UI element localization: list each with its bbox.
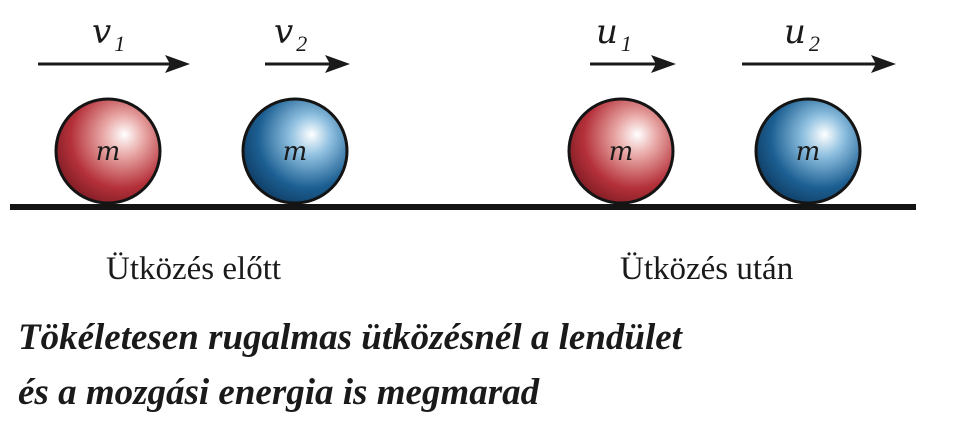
- velocity-subscript: 1: [621, 31, 632, 56]
- ball-mass-label: m: [283, 137, 308, 167]
- velocity-arrow-v1: [38, 55, 190, 73]
- label-before-collision: Ütközés előtt: [106, 251, 281, 287]
- ball-mass-label: m: [96, 137, 121, 167]
- velocity-subscript: 1: [114, 31, 125, 56]
- ball-blue-after: m: [754, 97, 862, 205]
- velocity-arrow-u1: [590, 55, 676, 73]
- ball-red-before: m: [54, 97, 162, 205]
- ball-mass-label: m: [609, 137, 634, 167]
- velocity-symbol: v: [92, 12, 111, 52]
- velocity-symbol: u: [596, 12, 618, 52]
- ball-blue-before: m: [241, 97, 349, 205]
- label-after-collision: Ütközés után: [620, 251, 793, 287]
- velocity-symbol: u: [784, 12, 806, 52]
- velocity-arrow-v2: [265, 55, 350, 73]
- velocity-subscript: 2: [809, 31, 820, 56]
- caption-line-2: és a mozgási energia is megmarad: [18, 372, 540, 413]
- velocity-subscript: 2: [296, 31, 307, 56]
- velocity-symbol: v: [274, 12, 293, 52]
- ball-mass-label: m: [796, 137, 821, 167]
- ground-line: [10, 204, 916, 210]
- caption-line-1: Tökéletesen rugalmas ütközésnél a lendül…: [18, 317, 684, 358]
- ball-red-after: m: [567, 97, 675, 205]
- velocity-arrow-u2: [742, 55, 896, 73]
